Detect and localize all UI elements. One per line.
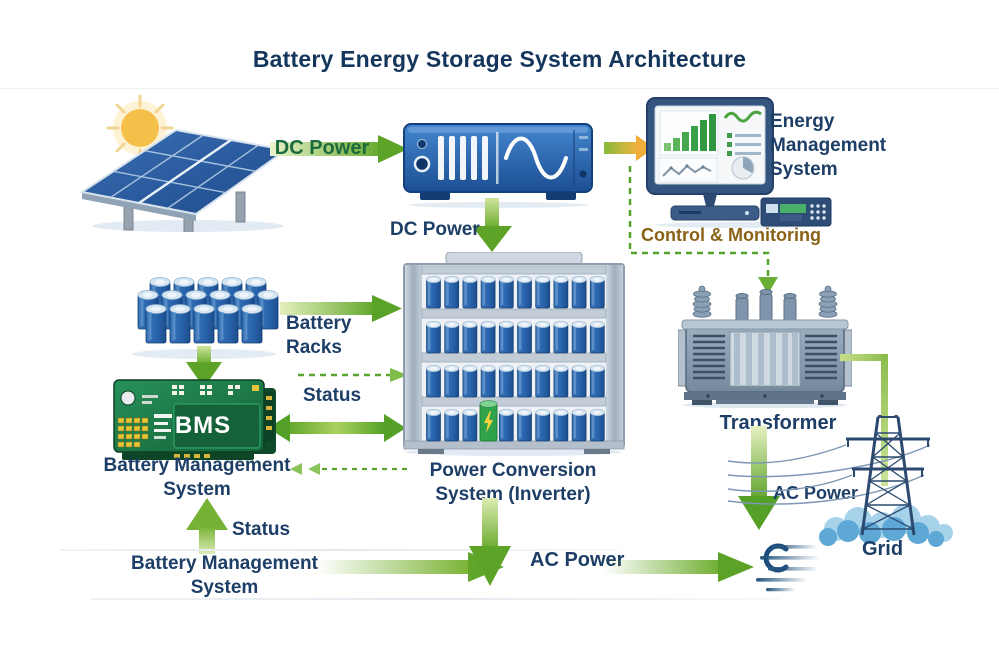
bms-caption-bottom: Battery Management System: [131, 553, 318, 598]
battery-racks-label: Battery Racks: [286, 313, 352, 358]
dashboard-bar-chart-icon: [659, 110, 719, 156]
control-device-icon: [760, 197, 832, 227]
cooling-fins: [693, 334, 837, 380]
dashboard-squiggle-icon: [723, 110, 762, 123]
shadow-streak-2: [90, 598, 780, 600]
arrow-inverter-to-ems: [604, 135, 654, 161]
tower-lattice: [846, 415, 930, 536]
inverter-icon: [403, 123, 593, 208]
arrow-solar-to-inverter: [270, 135, 408, 163]
grid-tower-icon: [728, 415, 953, 547]
speed-lines-icon: [756, 543, 820, 592]
pcs-to-bms-dashed-arrow: [290, 463, 412, 475]
bms-rack-double-arrow: [268, 414, 406, 442]
status-bottom-label: Status: [232, 519, 291, 540]
solar-panel-icon: [79, 94, 289, 232]
bms-board-icon: [113, 379, 276, 460]
status-rack-label: Status: [303, 385, 362, 406]
bms-chip-label: BMS: [174, 412, 232, 439]
ems-monitor-icon: [646, 97, 832, 228]
sine-wave-icon: [504, 136, 568, 180]
status-dashed-arrow: [298, 368, 408, 382]
control-monitoring-dashed-path: [628, 166, 778, 294]
transformer-icon: [678, 285, 852, 408]
control-monitoring-label: Control & Monitoring: [641, 225, 821, 245]
dashboard-line-chart-icon: [658, 157, 718, 183]
transformer-bushings: [692, 285, 838, 325]
shadow-streak: [60, 549, 620, 551]
keypad-pads: [117, 417, 149, 448]
dc-power-inverter-label: DC Power: [390, 219, 480, 240]
bms-caption: Battery Management System: [103, 455, 291, 500]
arrow-ac-to-grid: [604, 552, 754, 582]
lightning-bolt-icon: [484, 411, 493, 433]
vent-slats: [438, 136, 488, 180]
dc-power-solar-label: DC Power: [274, 137, 370, 159]
ac-power-grid-label: AC Power: [773, 483, 859, 503]
pcs-label: Power Conversion System (Inverter): [429, 460, 597, 505]
dashboard-checklist-icon: [727, 133, 761, 156]
ems-label: Energy Management System: [770, 111, 887, 180]
ac-power-bottom-label: AC Power: [530, 549, 625, 571]
arrow-cells-to-rack: [280, 295, 402, 322]
grid-label: Grid: [861, 538, 904, 560]
arrow-status-up: [186, 498, 228, 554]
transformer-to-grid-line: [840, 354, 888, 486]
page-title: Battery Energy Storage System Architectu…: [252, 46, 747, 72]
title-divider: [0, 88, 999, 89]
battery-rack-icon: [403, 252, 625, 456]
chip-pads: [172, 385, 240, 395]
charged-battery-icon: [479, 400, 498, 442]
arrow-cells-to-bms: [186, 346, 222, 388]
panel-legs: [123, 191, 246, 232]
dashboard-pie-icon: [731, 156, 755, 180]
transformer-label: Transformer: [719, 412, 837, 434]
arrow-inverter-to-rack: [472, 198, 512, 252]
arrow-pcs-down: [469, 498, 511, 586]
